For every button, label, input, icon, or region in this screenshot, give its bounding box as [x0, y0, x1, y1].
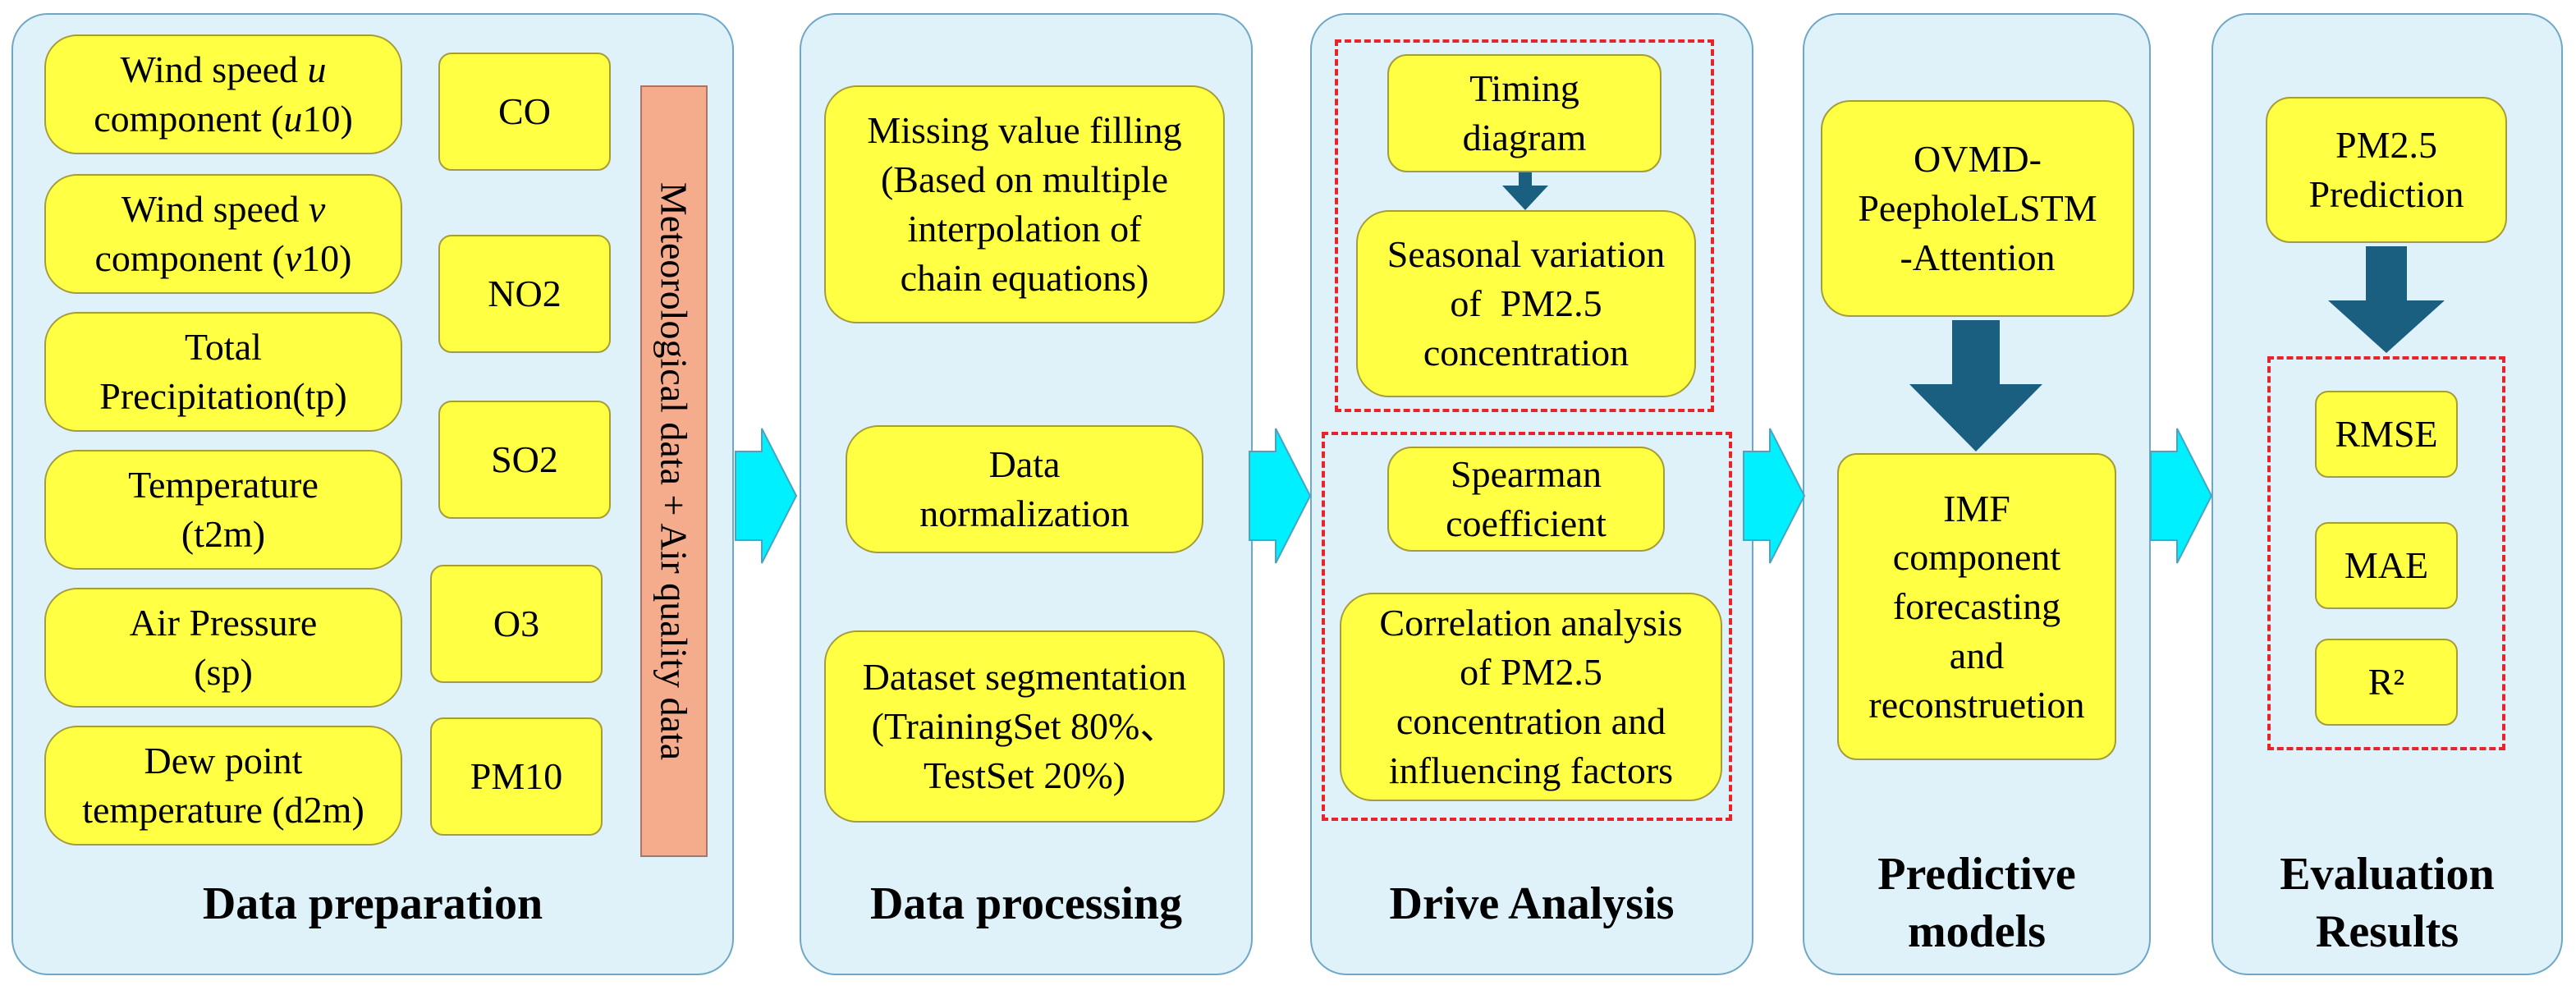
title-data-preparation: Data preparation	[202, 878, 543, 929]
title-drive-analysis: Drive Analysis	[1389, 878, 1675, 929]
aq-item-pm10: PM10	[430, 717, 603, 836]
metric-r2: R²	[2315, 639, 2458, 726]
timing-diagram-box: Timing diagram	[1387, 54, 1662, 172]
met-item-v10: Wind speed v component (v10)	[44, 174, 402, 294]
title-predictive-models: Predictive models	[1877, 849, 2076, 957]
down-arrow-timing	[1502, 172, 1548, 210]
prediction-box: PM2.5 Prediction	[2266, 97, 2507, 243]
metric-mae: MAE	[2315, 522, 2458, 609]
title-data-processing: Data processing	[869, 878, 1183, 929]
step-normalization: Data normalization	[846, 425, 1203, 553]
step-missing-value: Missing value filling (Based on multiple…	[824, 85, 1225, 323]
aq-item-co: CO	[438, 53, 611, 171]
flow-arrow-3	[1743, 428, 1806, 564]
spearman-box: Spearman coefficient	[1387, 447, 1665, 552]
down-arrow-prediction	[2328, 246, 2445, 353]
correlation-analysis-box: Correlation analysis of PM2.5 concentrat…	[1340, 593, 1722, 801]
met-item-t2m: Temperature(t2m)	[44, 450, 402, 570]
flow-arrow-4	[2150, 428, 2213, 564]
aq-item-no2: NO2	[438, 235, 611, 353]
imf-forecast-box: IMF component forecasting and reconstrue…	[1837, 453, 2116, 760]
down-arrow-model	[1909, 320, 2042, 451]
aq-item-so2: SO2	[438, 401, 611, 519]
step-segmentation: Dataset segmentation (TrainingSet 80%、 T…	[824, 630, 1225, 823]
side-label-bar: Meteorological data + Air quality data	[640, 85, 708, 857]
met-item-u10: Wind speed u component (u10)	[44, 34, 402, 154]
flow-arrow-1	[735, 428, 798, 564]
dashed-group-correlation	[1322, 432, 1732, 821]
dashed-group-timing	[1335, 39, 1714, 412]
title-evaluation-results: Evaluation Results	[2280, 849, 2495, 957]
met-item-sp: Air Pressure(sp)	[44, 588, 402, 708]
aq-item-o3: O3	[430, 565, 603, 683]
flow-arrow-2	[1249, 428, 1312, 564]
dashed-group-metrics	[2267, 356, 2505, 750]
seasonal-variation-box: Seasonal variation of PM2.5 concentratio…	[1356, 210, 1696, 397]
model-box: OVMD- PeepholeLSTM -Attention	[1821, 100, 2134, 317]
metric-rmse: RMSE	[2315, 391, 2458, 478]
